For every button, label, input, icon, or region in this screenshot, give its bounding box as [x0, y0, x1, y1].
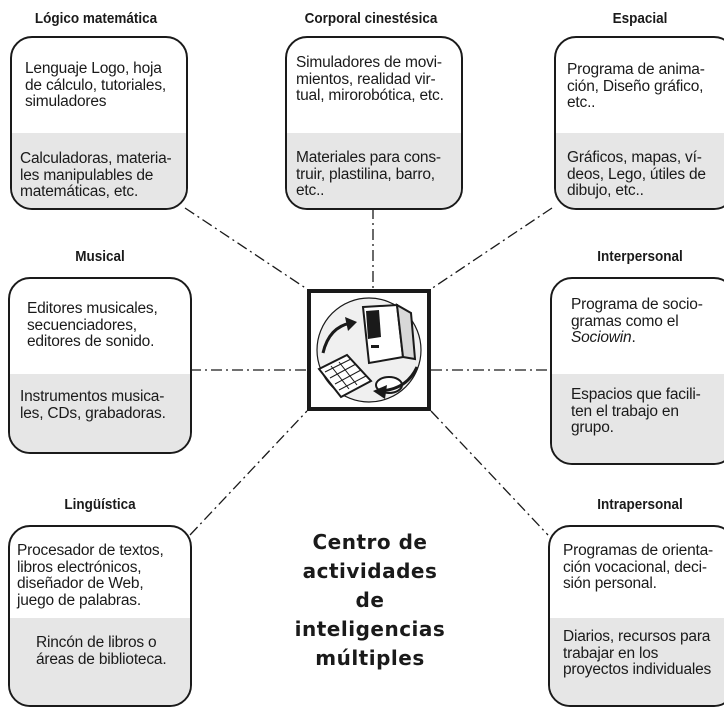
node-resources-corporal: Simuladores de movi- mientos, realidad v… — [296, 54, 444, 104]
node-resources-intrapersonal: Programas de orienta- ción vocacional, d… — [563, 542, 714, 592]
node-materials-interpersonal: Espacios que facili- ten el trabajo en g… — [571, 386, 701, 436]
node-box-corporal: Simuladores de movi- mientos, realidad v… — [285, 36, 463, 210]
node-resources-espacial: Programa de anima- ción, Diseño gráfico,… — [567, 61, 705, 111]
node-title-intrapersonal: Intrapersonal — [597, 496, 683, 513]
interpersonal-resources-end: . — [631, 329, 636, 346]
interpersonal-resources-text: Programa de socio- gramas como el — [571, 296, 703, 330]
node-materials-linguistica: Rincón de libros o áreas de biblioteca. — [36, 634, 167, 668]
connector-logico — [184, 207, 308, 290]
node-title-corporal: Corporal cinestésica — [304, 10, 438, 27]
node-resources-linguistica: Procesador de textos, libros electrónico… — [17, 542, 164, 609]
node-materials-logico: Calculadoras, materia- les manipulables … — [20, 150, 172, 200]
node-box-espacial: Programa de anima- ción, Diseño gráfico,… — [554, 36, 724, 210]
node-resources-logico: Lenguaje Logo, hoja de cálculo, tutorial… — [25, 60, 167, 110]
node-resources-musical: Editores musicales, secuenciadores, edit… — [27, 300, 158, 350]
computer-icon — [307, 289, 431, 411]
node-materials-intrapersonal: Diarios, recursos para trabajar en los p… — [563, 628, 712, 678]
center-title: Centro de actividades de inteligencias m… — [294, 530, 446, 670]
node-title-logico: Lógico matemática — [34, 10, 158, 27]
connector-intrapersonal — [430, 410, 549, 536]
node-title-linguistica: Lingüística — [64, 496, 136, 513]
node-box-intrapersonal: Programas de orienta- ción vocacional, d… — [548, 525, 724, 707]
node-box-musical: Editores musicales, secuenciadores, edit… — [8, 277, 192, 454]
node-box-interpersonal: Programa de socio- gramas como el Sociow… — [550, 277, 724, 465]
connector-linguistica — [189, 410, 308, 536]
interpersonal-software-name: Sociowin — [571, 329, 632, 346]
node-materials-espacial: Gráficos, mapas, ví- deos, Lego, útiles … — [567, 149, 706, 199]
node-title-interpersonal: Interpersonal — [597, 248, 683, 265]
connector-espacial — [430, 207, 553, 290]
node-box-logico: Lenguaje Logo, hoja de cálculo, tutorial… — [10, 36, 188, 210]
node-materials-corporal: Materiales para cons- truir, plastilina,… — [296, 149, 441, 199]
node-materials-musical: Instrumentos musica- les, CDs, grabadora… — [20, 388, 166, 422]
node-box-linguistica: Procesador de textos, libros electrónico… — [8, 525, 192, 707]
node-title-espacial: Espacial — [612, 10, 668, 27]
node-title-musical: Musical — [75, 248, 125, 265]
node-resources-interpersonal: Programa de socio- gramas como el Sociow… — [552, 279, 724, 347]
computer-illustration — [316, 297, 422, 403]
